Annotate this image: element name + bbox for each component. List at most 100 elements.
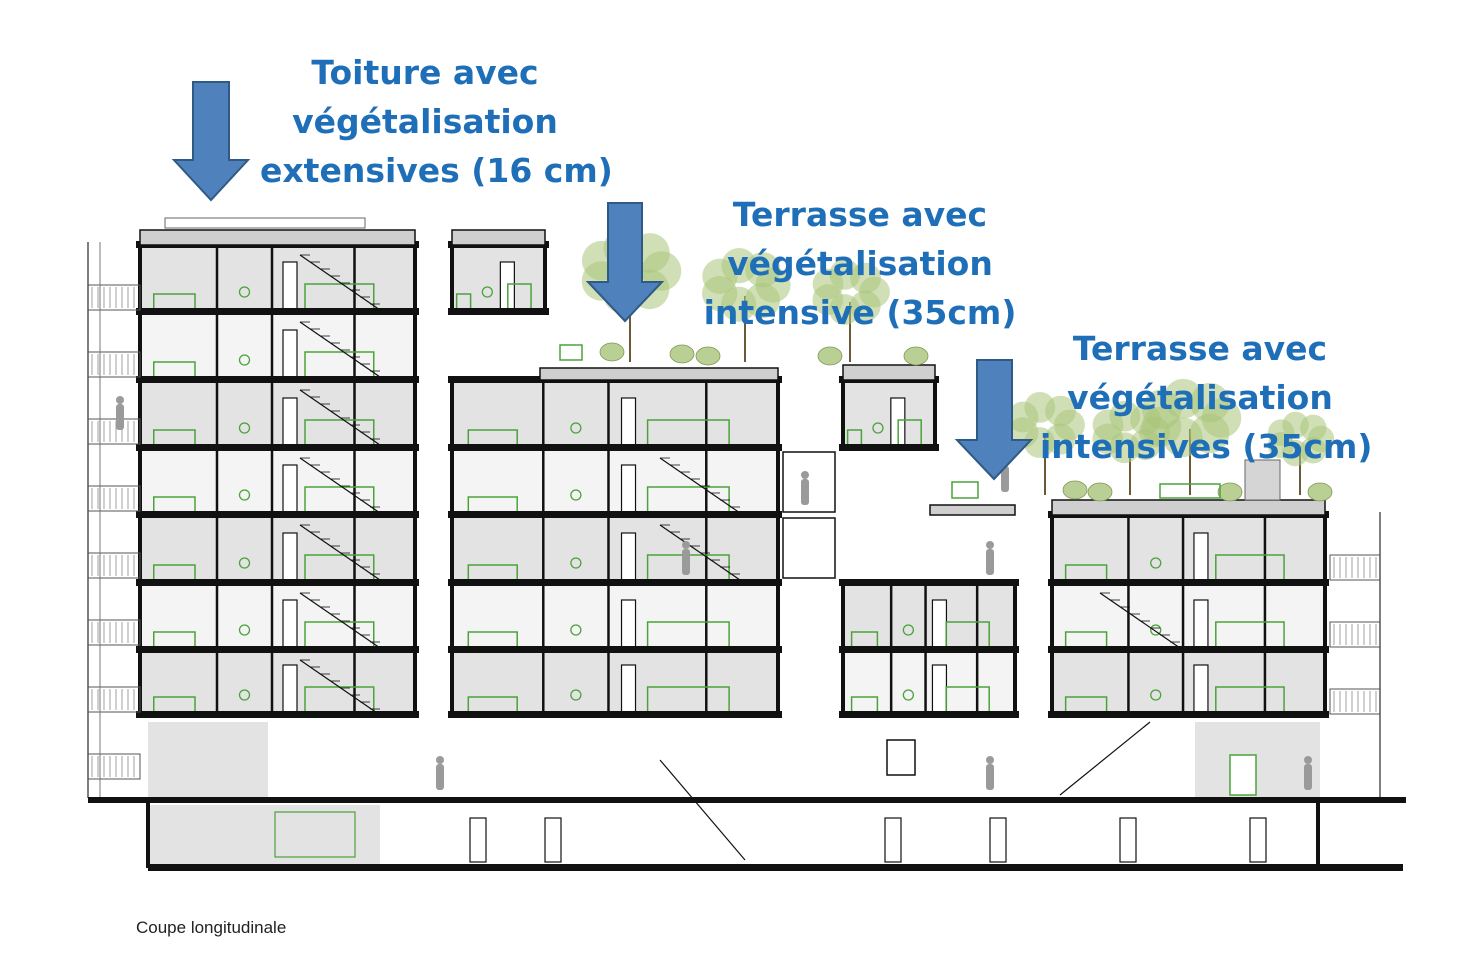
basement-room [148, 805, 380, 865]
room [452, 650, 778, 715]
tree-foliage [1300, 414, 1327, 442]
door [1249, 817, 1267, 863]
label-line: intensive (35cm) [703, 293, 1017, 332]
room [1052, 515, 1325, 583]
stair [299, 389, 381, 446]
fixture [570, 422, 582, 434]
door [884, 817, 902, 863]
room [843, 650, 1015, 715]
room [140, 380, 415, 448]
balcony-railing [87, 619, 141, 646]
drawing-caption: Coupe longitudinale [136, 918, 287, 937]
person-head [986, 541, 994, 549]
fixture [1150, 557, 1162, 569]
roof-parapet [139, 229, 416, 246]
floor-slab [448, 646, 782, 653]
tree-foliage [745, 252, 781, 288]
person-body [986, 764, 994, 790]
label-line: Terrasse avec [732, 195, 988, 234]
roof-parapet [842, 364, 936, 381]
floor-slab [839, 711, 1019, 718]
stair [299, 524, 381, 581]
door [282, 397, 298, 447]
fixture [238, 624, 251, 636]
ground-slab [88, 797, 1406, 803]
tree-foliage [850, 262, 881, 294]
label-line: Terrasse avec [1072, 329, 1328, 368]
person-body [682, 549, 690, 575]
balcony-railing [87, 552, 141, 579]
ground-room [1195, 722, 1320, 798]
tree-foliage [1045, 395, 1076, 427]
floor-slab [448, 444, 782, 451]
label-line: extensives (16 cm) [260, 151, 613, 190]
terrace-slab [539, 367, 779, 381]
shrub [1087, 482, 1113, 502]
person-head [986, 756, 994, 764]
label-terrace-intensives: Terrasse avec végétalisation intensives … [1040, 324, 1372, 471]
door [282, 464, 298, 514]
terrace-furniture [1159, 483, 1221, 499]
door [282, 532, 298, 582]
elevator [782, 517, 836, 579]
floor-slab [839, 646, 1019, 653]
fixture [238, 422, 251, 434]
floor-slab [1048, 711, 1329, 718]
label-line: Toiture avec [311, 53, 539, 92]
fixture [481, 286, 493, 298]
balcony-railing [1329, 621, 1381, 648]
door [931, 599, 948, 649]
stair [299, 321, 381, 378]
stair [659, 457, 741, 514]
down-arrow-icon [585, 202, 665, 323]
window [886, 739, 916, 776]
furniture [1229, 754, 1257, 796]
shrub [1307, 482, 1333, 502]
shrub [903, 346, 929, 366]
ground-room [148, 722, 268, 798]
down-arrow-icon [954, 359, 1034, 481]
label-line: végétalisation [1067, 378, 1333, 417]
floor-slab [136, 579, 419, 586]
stair [1059, 721, 1151, 796]
fixture [570, 689, 582, 701]
tree-foliage [1190, 382, 1230, 423]
person-head [801, 471, 809, 479]
room [1052, 650, 1325, 715]
fixture [1150, 624, 1162, 636]
fixture [902, 624, 915, 636]
building-structure [87, 217, 1406, 871]
door [620, 599, 637, 649]
bookshelf [274, 811, 356, 858]
fixture [570, 489, 582, 501]
room [140, 448, 415, 515]
door [989, 817, 1007, 863]
fixture [238, 489, 251, 501]
person-body [801, 479, 809, 505]
terrace-slab [929, 504, 1016, 516]
room [452, 448, 778, 515]
fixture [238, 286, 251, 298]
shrub [669, 344, 695, 364]
floor-slab [136, 444, 419, 451]
door [469, 817, 487, 863]
floor-slab [136, 511, 419, 518]
roof-stair-box [1244, 459, 1281, 501]
roof-parapet [451, 229, 546, 246]
fixture [238, 557, 251, 569]
floor-slab [136, 646, 419, 653]
roof-skylight [164, 217, 366, 229]
floor-slab [448, 711, 782, 718]
room [140, 583, 415, 650]
fixture [872, 422, 884, 434]
room [452, 583, 778, 650]
balcony-railing [1329, 688, 1381, 715]
shrub [1062, 480, 1088, 500]
stair [299, 254, 381, 311]
room [140, 650, 415, 715]
person-body [986, 549, 994, 575]
balcony-railing [1329, 554, 1381, 581]
door [1193, 664, 1209, 714]
label-line: végétalisation [292, 102, 558, 141]
